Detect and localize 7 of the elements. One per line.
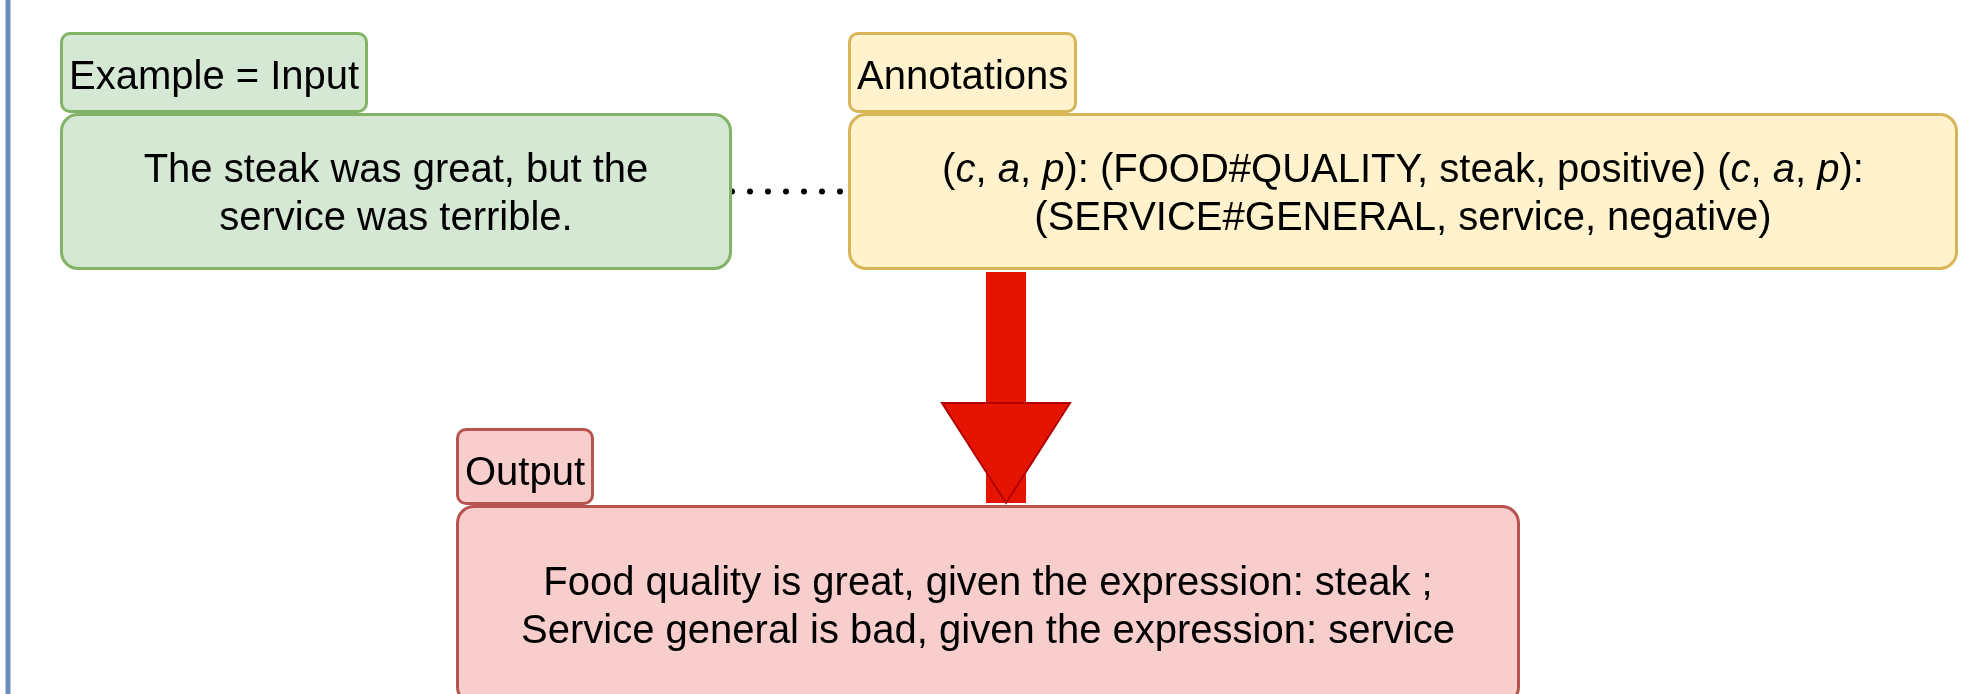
- text-box: The steak was great, but the service was terrible.: [60, 113, 732, 270]
- box-title-tab: Example = Input: [60, 32, 369, 113]
- box-title-tab: Output: [456, 428, 595, 505]
- box-title-tab: Annotations: [848, 32, 1078, 113]
- block-arrow: [941, 272, 1071, 504]
- text-box: Food quality is great, given the expression: steak ; Service general is bad, given the expression: service: [456, 505, 1520, 694]
- text-box: (c, a, p): (FOOD#QUALITY, steak, positive) (c, a, p): (SERVICE#GENERAL, service, negative): [848, 113, 1958, 270]
